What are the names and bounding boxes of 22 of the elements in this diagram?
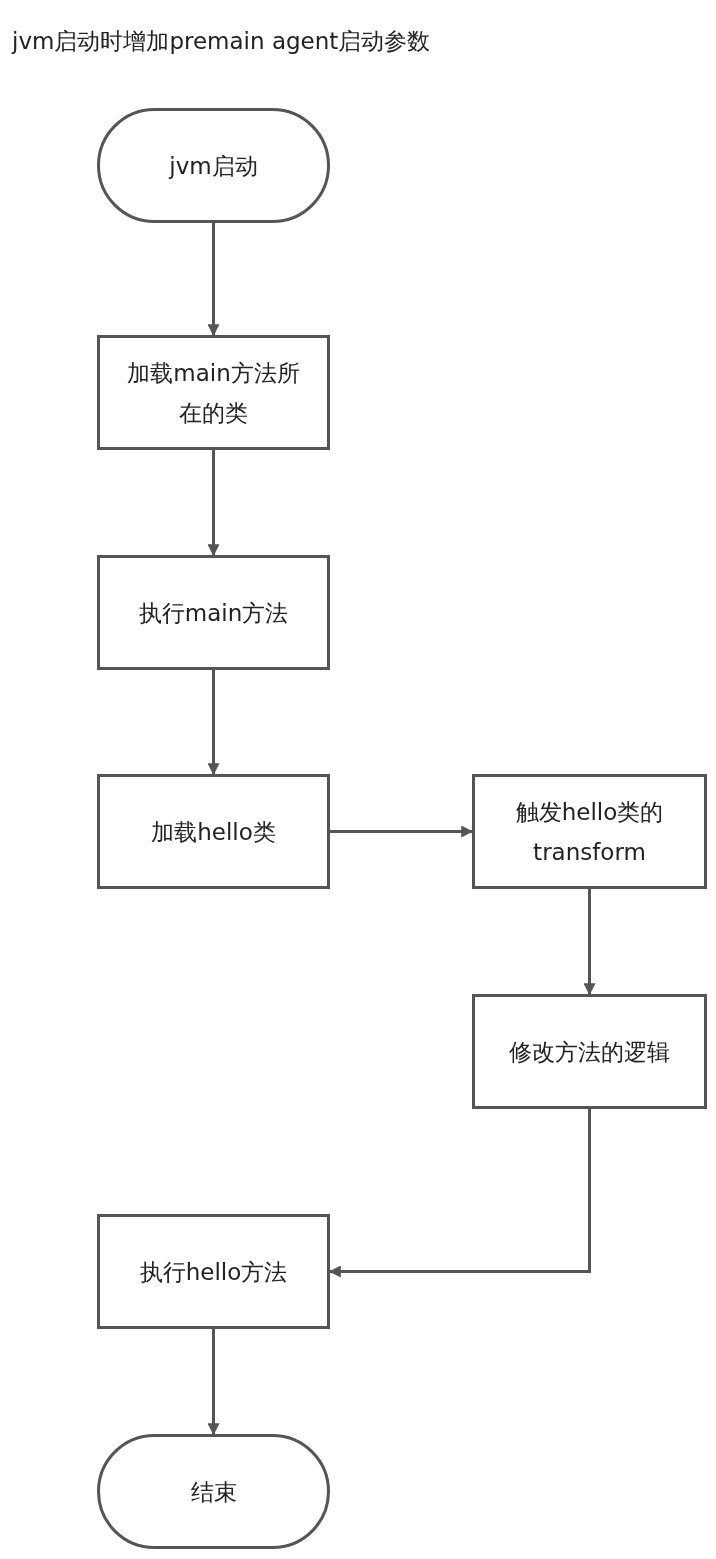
arrow — [207, 1329, 220, 1436]
node-label: 加载main方法所在的类 — [126, 358, 301, 428]
process-box — [472, 774, 707, 889]
node-label: jvm启动 — [169, 151, 258, 181]
process-box — [97, 1214, 330, 1329]
process-box — [97, 335, 330, 450]
process-box — [472, 994, 707, 1109]
arrow — [328, 1109, 591, 1278]
arrow — [207, 670, 220, 776]
process-box — [97, 774, 330, 889]
node-label: 触发hello类的transform — [514, 797, 665, 867]
diagram-title: jvm启动时增加premain agent启动参数 — [12, 27, 431, 56]
node-label: 结束 — [190, 1477, 237, 1507]
arrow — [330, 825, 474, 838]
arrow — [207, 223, 220, 337]
arrow — [583, 889, 596, 996]
arrow — [207, 450, 220, 557]
node-label: 修改方法的逻辑 — [509, 1037, 670, 1067]
node-label: 加载hello类 — [151, 817, 276, 847]
node-label: 执行hello方法 — [139, 1257, 288, 1287]
process-box — [97, 555, 330, 670]
node-label: 执行main方法 — [138, 598, 289, 628]
